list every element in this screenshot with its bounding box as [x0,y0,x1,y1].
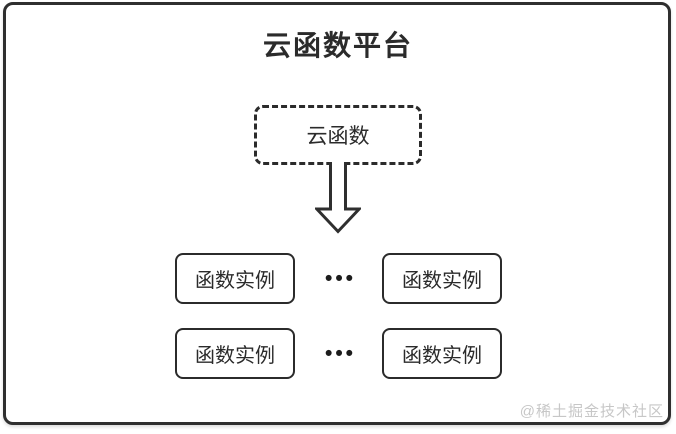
function-instance-label: 函数实例 [402,270,482,292]
cloud-function-label: 云函数 [306,125,370,148]
function-instance-label: 函数实例 [402,345,482,367]
cloud-function-box: 云函数 [254,105,422,165]
diagram-title: 云函数平台 [262,30,413,61]
ellipsis-icon: ••• [324,266,357,290]
watermark: @稀土掘金技术社区 [519,403,664,420]
function-instance-box: 函数实例 [175,253,295,304]
down-arrow-icon [315,162,361,234]
ellipsis-icon: ••• [324,341,357,365]
function-instance-box: 函数实例 [382,253,502,304]
function-instance-box: 函数实例 [382,328,502,379]
function-instance-box: 函数实例 [175,328,295,379]
function-instance-label: 函数实例 [195,345,275,367]
function-instance-label: 函数实例 [195,270,275,292]
